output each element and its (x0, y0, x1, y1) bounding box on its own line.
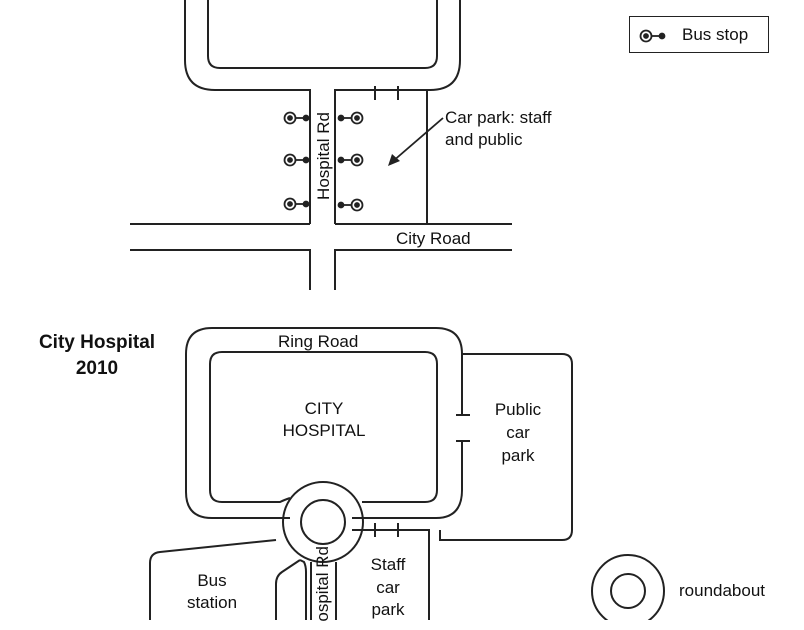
public-car-park-label-3: park (501, 446, 535, 465)
title-line1: City Hospital (38, 332, 156, 353)
title-line2: 2010 (75, 358, 119, 379)
legend: Bus stop (629, 16, 769, 53)
bus-stop-icon (337, 153, 364, 167)
map-title: City Hospital 2010 (22, 330, 172, 382)
hospital-label-line1: CITY (304, 399, 344, 418)
city-road-label: City Road (396, 229, 471, 248)
hospital-label-line2: HOSPITAL (282, 421, 366, 440)
ring-road-outer (185, 327, 463, 519)
legend-bus-stop-label: Bus stop (682, 25, 749, 44)
bus-stops (283, 111, 364, 212)
legend-roundabout-label: roundabout (679, 581, 766, 600)
public-car-park-boundary (439, 353, 573, 541)
bus-stop-icon (283, 111, 310, 125)
bus-stop-icon (283, 153, 310, 167)
roundabout-island (300, 499, 346, 545)
staff-car-park-label-3: park (371, 600, 405, 619)
bus-stop-icon (337, 198, 364, 212)
top-ring-road-outer (184, 0, 311, 224)
bus-stop-icon (337, 111, 364, 125)
bus-stop-icon (283, 197, 310, 211)
top-ring-road-outer-right (334, 0, 461, 224)
public-car-park-label-2: car (506, 423, 530, 442)
roundabout (282, 481, 364, 563)
staff-car-park-boundary (352, 529, 430, 620)
bus-station-label-2: station (186, 593, 238, 612)
top-hospital-block (207, 0, 438, 69)
roundabout-icon (591, 554, 665, 620)
bus-station-label-1: Bus (197, 571, 227, 590)
hospital-block (209, 351, 438, 503)
bus-station-boundary (149, 539, 277, 620)
top-city-road-south (130, 249, 512, 290)
hospital-rd-2010-label: ospital Rd (313, 546, 332, 622)
staff-car-park-label-2: car (376, 578, 400, 597)
hospital-rd-label: Hospital Rd (314, 112, 333, 200)
car-park-label-line2: and public (445, 130, 523, 149)
car-park-arrow-head (388, 154, 400, 166)
staff-car-park-label-1: Staff (370, 555, 406, 574)
ring-road-label: Ring Road (278, 332, 359, 351)
public-car-park-label-1: Public (494, 400, 542, 419)
bus-stop-icon (639, 29, 666, 43)
car-park-label-line1: Car park: staff (445, 108, 552, 127)
